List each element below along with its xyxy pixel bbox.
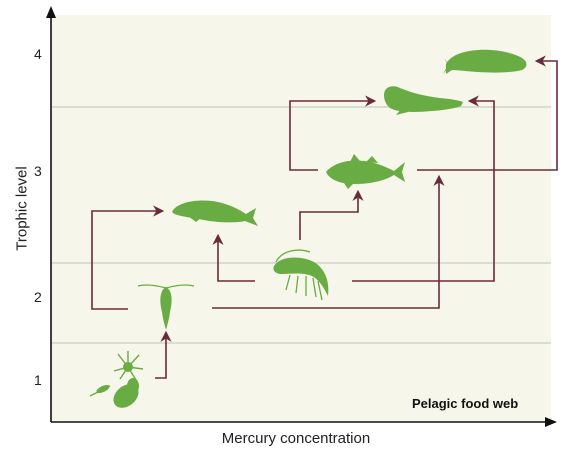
- y-tick-label: 4: [34, 46, 42, 62]
- x-axis-label: Mercury concentration: [216, 430, 376, 447]
- y-axis-label: Trophic level: [14, 159, 31, 259]
- y-axis-arrowhead: [46, 6, 56, 18]
- diagram-title: Pelagic food web: [412, 396, 518, 411]
- y-tick-label: 1: [34, 372, 42, 388]
- y-tick-label: 3: [34, 163, 42, 179]
- y-tick-label: 2: [34, 289, 42, 305]
- plot-background: [51, 15, 551, 422]
